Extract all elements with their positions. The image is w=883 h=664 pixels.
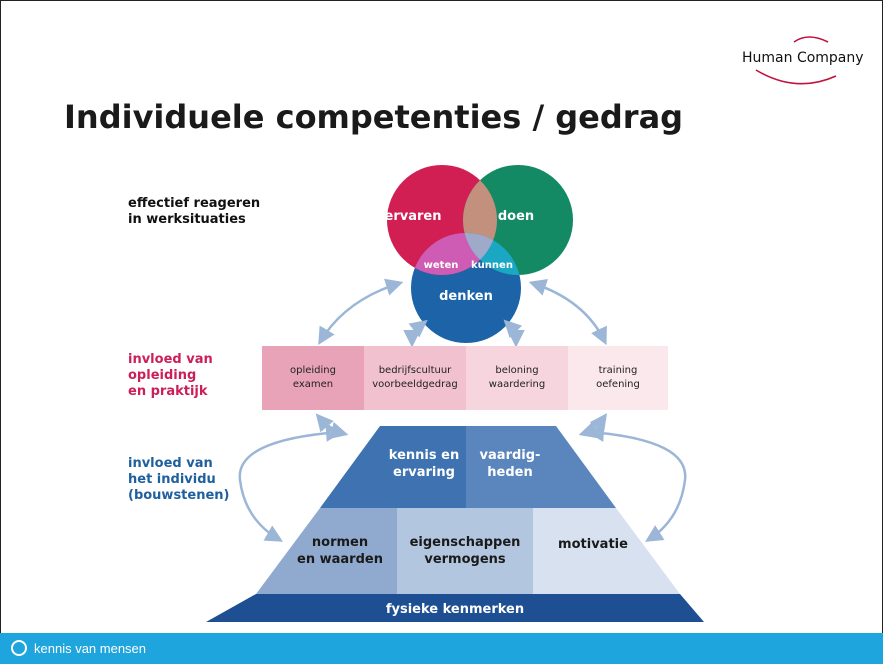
text-kunnen: kunnen (471, 260, 513, 271)
text-normen-1: normen (312, 535, 368, 550)
text-motivatie: motivatie (558, 537, 628, 552)
box-opleiding-line2: examen (293, 379, 333, 390)
arrow-circle-box2 (403, 319, 428, 348)
logo-arcs (755, 36, 837, 85)
footer-text: kennis van mensen (34, 641, 147, 656)
pyramid-motivatie (533, 508, 680, 594)
text-kennis-2: ervaring (393, 465, 455, 480)
footer-bar: kennis van mensen (0, 633, 883, 664)
text-eigenschappen-2: vermogens (424, 552, 506, 567)
label-effectief-line: in werksituaties (128, 212, 246, 227)
arrow-circle-box4 (528, 278, 607, 346)
text-eigenschappen-1: eigenschappen (410, 535, 521, 550)
pyramid-normen (256, 508, 397, 594)
box-training (568, 346, 668, 410)
text-kennis-1: kennis en (389, 448, 459, 463)
arrow-box1-pyramid (315, 413, 349, 439)
pyramid-base (206, 594, 704, 622)
box-training-line2: oefening (596, 379, 640, 390)
box-beloning (466, 346, 568, 410)
text-ervaren: ervaren (385, 209, 442, 224)
label-individu-line: invloed van (128, 456, 213, 471)
box-bedrijfscultuur-line1: bedrijfscultuur (379, 365, 452, 376)
box-opleiding (262, 346, 364, 410)
arrow-circle-box3 (503, 319, 525, 348)
label-effectief: effectief reageren in werksituaties (128, 196, 260, 228)
text-normen-2: en waarden (297, 552, 383, 567)
label-opleiding-line: en praktijk (128, 384, 208, 399)
pyramid-eigenschappen (397, 508, 533, 594)
text-vaardig-1: vaardig- (480, 448, 541, 463)
text-doen: doen (498, 209, 534, 224)
arrow-right-loop (586, 424, 687, 542)
box-beloning-line1: beloning (495, 365, 538, 376)
label-individu-line: (bouwstenen) (128, 488, 230, 503)
text-fysieke: fysieke kenmerken (386, 602, 524, 617)
box-beloning-line2: waardering (489, 379, 545, 390)
text-vaardig-2: heden (487, 465, 532, 480)
overlap-kunnen (463, 233, 521, 275)
arrow-circle-box1 (318, 278, 404, 346)
circle-icon (11, 640, 27, 656)
pyramid-kennis (320, 426, 466, 508)
label-individu: invloed van het individu (bouwstenen) (128, 456, 229, 504)
logo-text: Human Company (742, 50, 864, 66)
text-denken: denken (439, 289, 493, 304)
label-opleiding: invloed van opleiding en praktijk (128, 352, 213, 400)
slide-title: Individuele competenties / gedrag (64, 98, 684, 136)
label-opleiding-line: opleiding (128, 368, 197, 383)
box-training-line1: training (599, 365, 638, 376)
label-opleiding-line: invloed van (128, 352, 213, 367)
arrow-left-loop (238, 424, 344, 542)
box-bedrijfscultuur-line2: voorbeeldgedrag (372, 379, 457, 390)
label-effectief-line: effectief reageren (128, 196, 261, 211)
human-company-logo: Human Company (736, 34, 866, 94)
text-weten: weten (424, 260, 459, 271)
pyramid-vaardigheden (466, 426, 616, 508)
box-opleiding-line1: opleiding (290, 365, 336, 376)
box-bedrijfscultuur (364, 346, 466, 410)
label-individu-line: het individu (128, 472, 216, 487)
